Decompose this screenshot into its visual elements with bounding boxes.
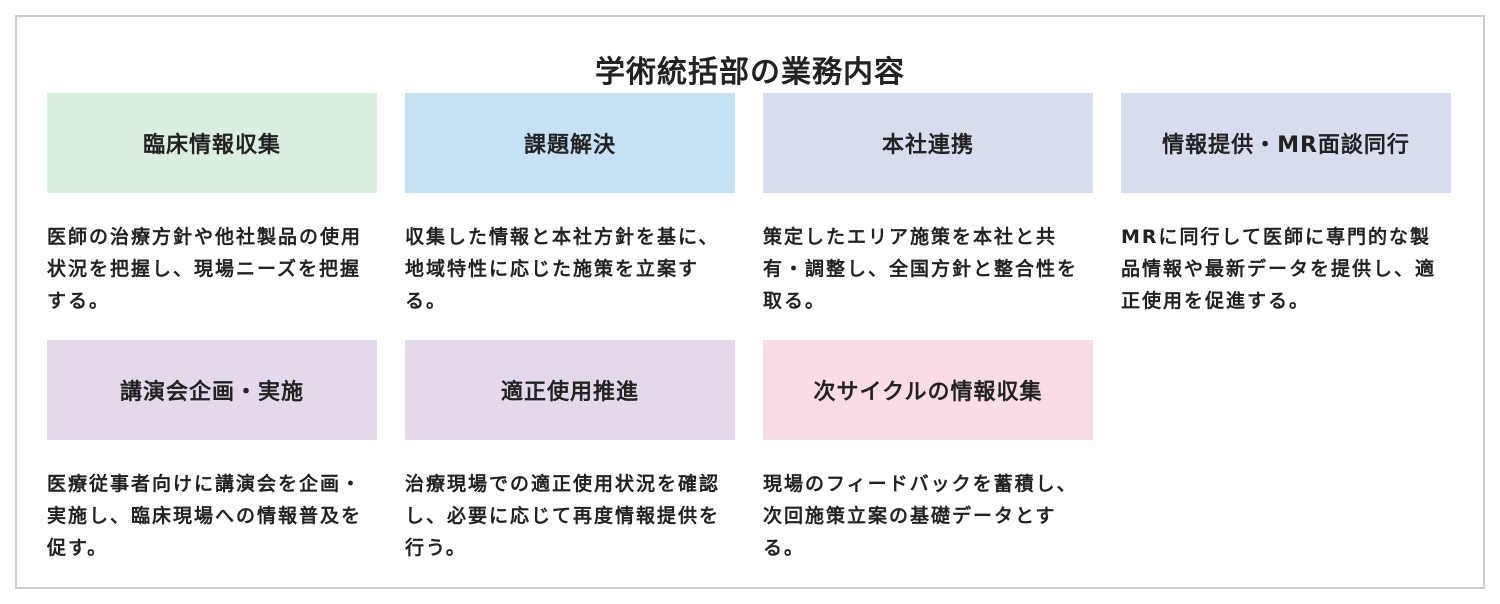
card-description: 策定したエリア施策を本社と共有・調整し、全国方針と整合性を取る。 — [763, 226, 1079, 312]
card-hq-liaison: 本社連携 策定したエリア施策を本社と共有・調整し、全国方針と整合性を取る。 — [763, 93, 1093, 317]
card-description: 治療現場での適正使用状況を確認し、必要に応じて再度情報提供を行う。 — [405, 473, 721, 559]
diagram-frame: 学術統括部の業務内容 臨床情報収集 医師の治療方針や他社製品の使用状況を把握し、… — [15, 15, 1485, 589]
card-clinical-info: 臨床情報収集 医師の治療方針や他社製品の使用状況を把握し、現場ニーズを把握する。 — [47, 93, 377, 317]
card-header: 情報提供・MR面談同行 — [1121, 93, 1451, 193]
card-header: 臨床情報収集 — [47, 93, 377, 193]
card-header: 適正使用推進 — [405, 340, 735, 440]
card-info-provision: 情報提供・MR面談同行 MRに同行して医師に専門的な製品情報や最新データを提供し… — [1121, 93, 1451, 317]
card-header: 次サイクルの情報収集 — [763, 340, 1093, 440]
card-problem-solving: 課題解決 収集した情報と本社方針を基に、地域特性に応じた施策を立案する。 — [405, 93, 735, 317]
card-proper-use: 適正使用推進 治療現場での適正使用状況を確認し、必要に応じて再度情報提供を行う。 — [405, 340, 735, 564]
card-next-cycle: 次サイクルの情報収集 現場のフィードバックを蓄積し、次回施策立案の基礎データとす… — [763, 340, 1093, 564]
card-description: 現場のフィードバックを蓄積し、次回施策立案の基礎データとする。 — [763, 473, 1078, 559]
card-description: 医療従事者向けに講演会を企画・実施し、臨床現場への情報普及を促す。 — [47, 473, 363, 559]
card-lecture-planning: 講演会企画・実施 医療従事者向けに講演会を企画・実施し、臨床現場への情報普及を促… — [47, 340, 377, 564]
card-description: 医師の治療方針や他社製品の使用状況を把握し、現場ニーズを把握する。 — [47, 226, 363, 312]
card-description: MRに同行して医師に専門的な製品情報や最新データを提供し、適正使用を促進する。 — [1121, 226, 1437, 312]
card-header: 課題解決 — [405, 93, 735, 193]
card-description: 収集した情報と本社方針を基に、地域特性に応じた施策を立案する。 — [405, 226, 720, 312]
card-header: 本社連携 — [763, 93, 1093, 193]
diagram-title: 学術統括部の業務内容 — [595, 55, 905, 90]
card-header: 講演会企画・実施 — [47, 340, 377, 440]
